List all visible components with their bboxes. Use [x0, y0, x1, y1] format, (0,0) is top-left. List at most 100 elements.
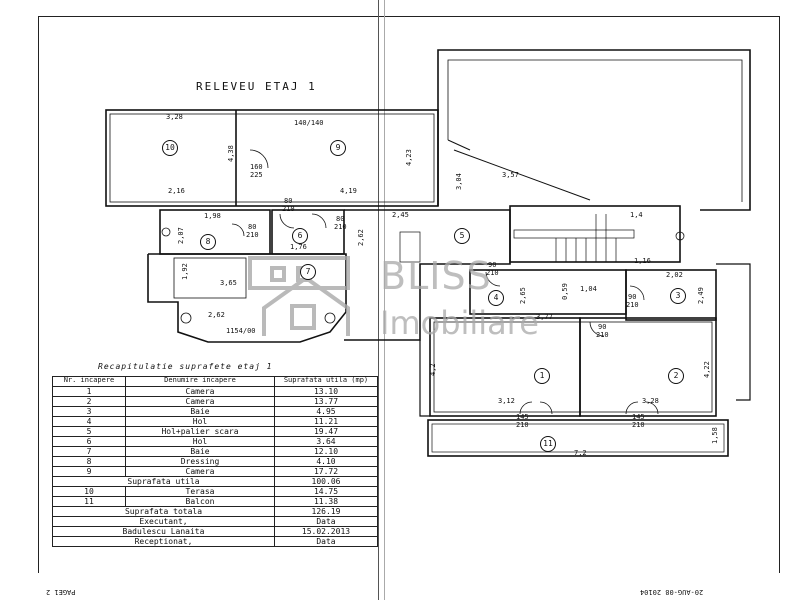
dim-label: 3,65 [220, 279, 237, 287]
drawing-frame [38, 16, 780, 573]
cell-area: 17.72 [274, 466, 378, 477]
footer-page: PAGE1 2 [46, 588, 76, 596]
sign-value: Data [274, 536, 378, 547]
dim-label: 90 [598, 323, 607, 331]
sign-label: Executant, [52, 516, 275, 527]
dim-label: 3,12 [498, 397, 515, 405]
dim-label: 3,77 [536, 313, 553, 321]
cell-area: 12.10 [274, 446, 378, 457]
useful-area-value: 100.06 [274, 476, 378, 487]
cell-name: Baie [125, 446, 275, 457]
dim-label: 3,28 [642, 397, 659, 405]
sign-label: Receptionat, [52, 536, 275, 547]
cell-nr: 7 [52, 446, 126, 457]
cell-name: Balcon [125, 496, 275, 507]
dim-label: 1,92 [181, 263, 189, 280]
dim-label: 90 [488, 261, 497, 269]
dim-label: 2,65 [519, 287, 527, 304]
cell-area: 4.10 [274, 456, 378, 467]
dim-label: 2,49 [697, 287, 705, 304]
dim-label: 4,38 [227, 145, 235, 162]
dim-label: 210 [334, 223, 347, 231]
dim-label: 4,23 [405, 149, 413, 166]
cell-area: 3.64 [274, 436, 378, 447]
header-nr: Nr. incapere [52, 376, 126, 387]
dim-label: 210 [282, 205, 295, 213]
sign-row: Receptionat,Data [52, 536, 378, 547]
dim-label: 3,57 [502, 171, 519, 179]
total-area-label: Suprafata totala [52, 506, 275, 517]
room-number: 1 [534, 368, 550, 384]
cell-area: 14.75 [274, 486, 378, 497]
dim-label: 2,02 [666, 271, 683, 279]
dim-label: 0,59 [561, 283, 569, 300]
cell-name: Hol [125, 416, 275, 427]
cell-name: Camera [125, 396, 275, 407]
cell-name: Dressing [125, 456, 275, 467]
cell-area: 11.21 [274, 416, 378, 427]
dim-label: 210 [626, 301, 639, 309]
room-number: 5 [454, 228, 470, 244]
cell-name: Hol+palier scara [125, 426, 275, 437]
dim-label: 2,62 [208, 311, 225, 319]
recap-header-row: Nr. incapere Denumire incapere Suprafata… [52, 376, 378, 387]
dim-label: 4,22 [703, 361, 711, 378]
cell-name: Terasa [125, 486, 275, 497]
watermark-sub: Imobiliare [380, 304, 539, 342]
cell-area: 19.47 [274, 426, 378, 437]
dim-label: 145 [632, 413, 645, 421]
useful-area-label: Suprafata utila [52, 476, 275, 487]
cell-name: Baie [125, 406, 275, 417]
recap-title: Recapitulatie suprafete etaj 1 [98, 362, 273, 371]
dim-label: 90 [628, 293, 637, 301]
sign-value: 15.02.2013 [274, 526, 378, 537]
cell-area: 13.77 [274, 396, 378, 407]
dim-label: 2,45 [392, 211, 409, 219]
header-area: Suprafata utila (mp) [274, 376, 378, 387]
dim-label: 225 [250, 171, 263, 179]
cell-nr: 10 [52, 486, 126, 497]
dim-label: 1,16 [634, 257, 651, 265]
dim-label: 3,04 [455, 173, 463, 190]
sign-row: Executant,Data [52, 516, 378, 527]
watermark: BLISS Imobiliare [246, 252, 576, 352]
dim-label: 3,28 [166, 113, 183, 121]
room-number: 11 [540, 436, 556, 452]
dim-label: 145 [516, 413, 529, 421]
dim-label: 210 [632, 421, 645, 429]
wall-balcony-11 [427, 419, 729, 457]
cell-nr: 6 [52, 436, 126, 447]
dim-label: 210 [516, 421, 529, 429]
room-number: 4 [488, 290, 504, 306]
dim-label: 1,04 [580, 285, 597, 293]
dim-label: 2,62 [357, 229, 365, 246]
cell-nr: 9 [52, 466, 126, 477]
dim-label: 4,2 [429, 363, 437, 376]
room-number: 2 [668, 368, 684, 384]
dim-label: 210 [486, 269, 499, 277]
dim-label: 4,19 [340, 187, 357, 195]
plan-title: RELEVEU ETAJ 1 [196, 80, 317, 93]
wall-room-6 [271, 209, 345, 255]
dim-label: 1,98 [204, 212, 221, 220]
dim-label: 1,76 [290, 243, 307, 251]
cell-name: Camera [125, 466, 275, 477]
dim-label: 2,07 [177, 227, 185, 244]
dim-label: 80 [248, 223, 257, 231]
footer-date: 20-AUG-08 20104 [640, 588, 704, 596]
cell-nr: 11 [52, 496, 126, 507]
dim-label: 7,2 [574, 449, 587, 457]
sign-value: Data [274, 516, 378, 527]
cell-name: Camera [125, 386, 275, 397]
